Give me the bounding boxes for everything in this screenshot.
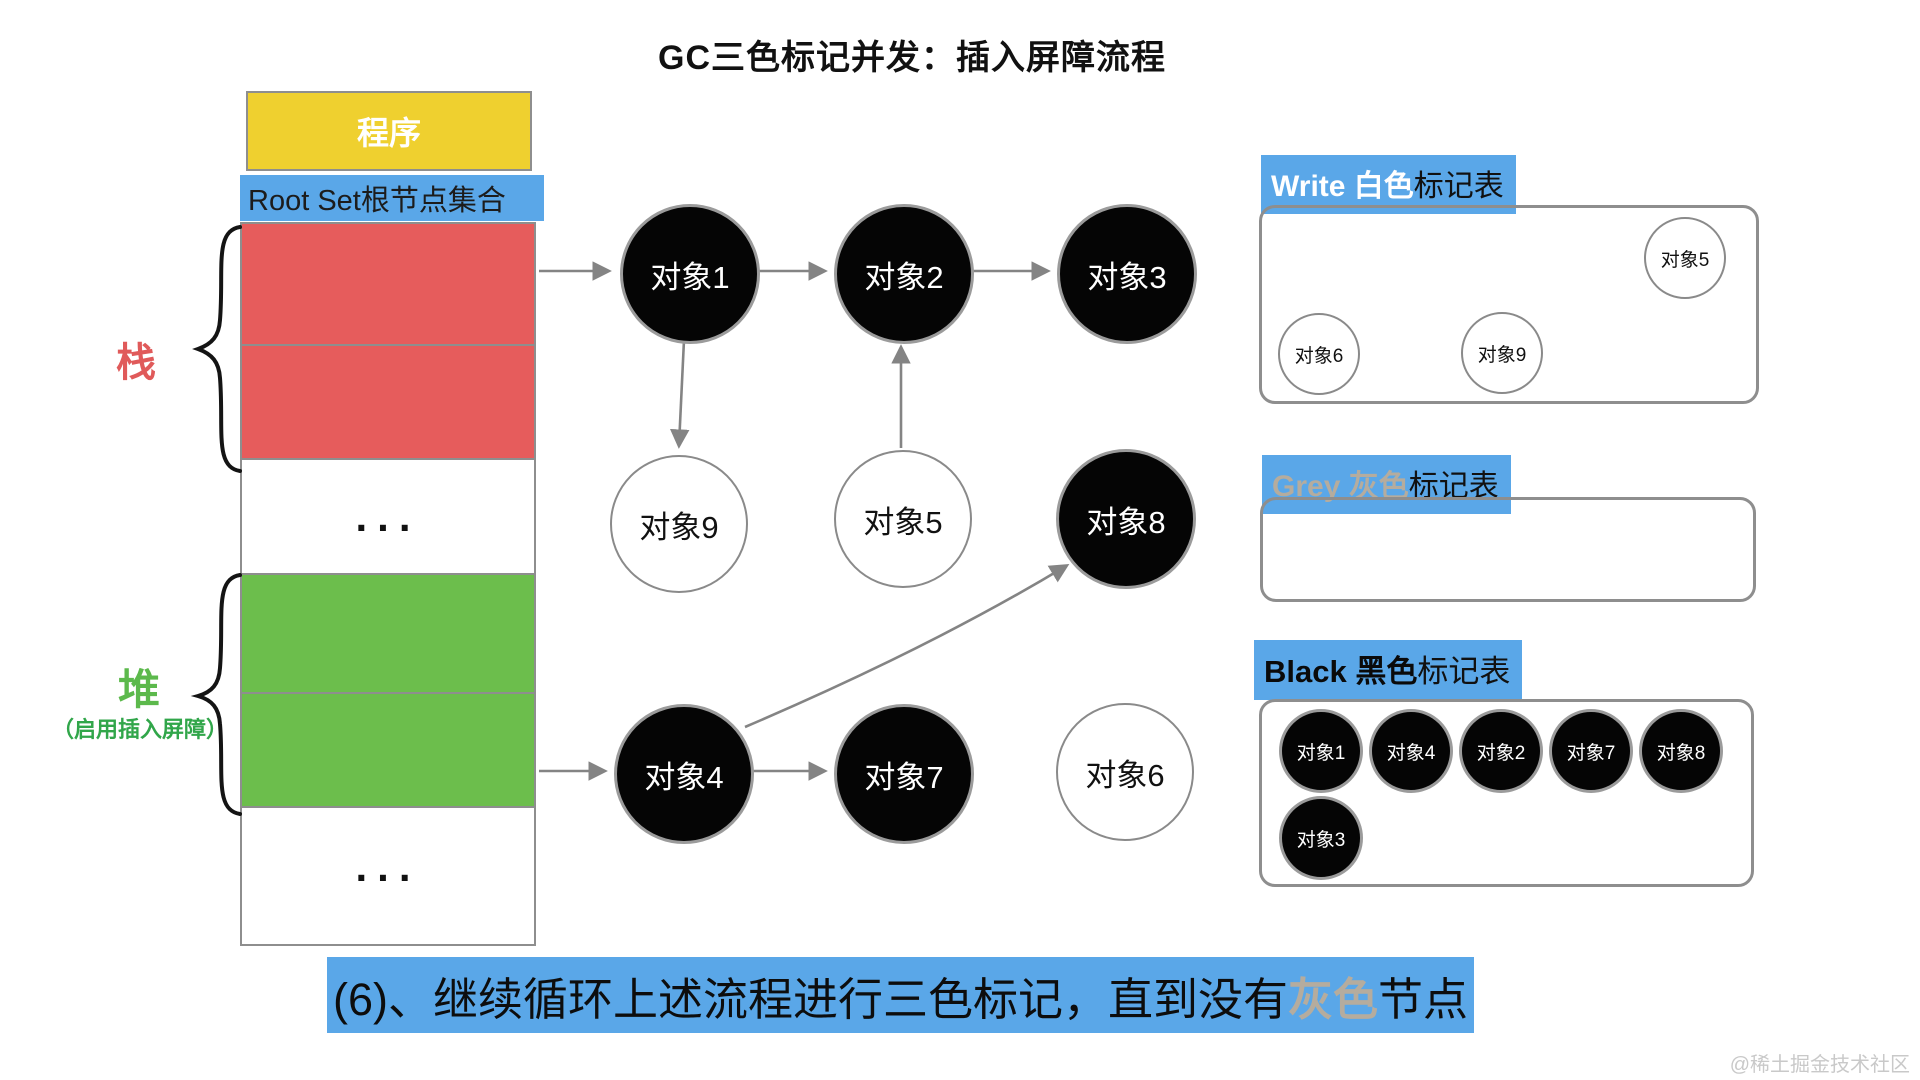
memory-segment-green-4	[240, 692, 536, 808]
footer-step-text: (6)、继续循环上述流程进行三色标记，直到没有灰色节点	[327, 957, 1474, 1033]
memory-segment-red-0	[240, 222, 536, 346]
black-table-item: 对象1	[1279, 709, 1363, 793]
program-label: 程序	[356, 115, 421, 151]
black-table-title-rest: 标记表	[1417, 654, 1511, 689]
black-table-item: 对象2	[1459, 709, 1543, 793]
graph-node-obj5: 对象5	[834, 450, 972, 588]
graph-node-obj1: 对象1	[620, 204, 760, 344]
write-table-item: 对象9	[1461, 312, 1543, 394]
memory-segment-red-1	[240, 344, 536, 460]
grey-table-box	[1260, 497, 1756, 602]
heap-label: 堆	[118, 666, 161, 713]
write-table-title-strong: Write 白色	[1271, 170, 1414, 203]
write-table-item: 对象5	[1644, 217, 1726, 299]
graph-node-obj6: 对象6	[1056, 703, 1194, 841]
heap-sublabel: （启用插入屏障）	[52, 717, 229, 742]
graph-node-obj4: 对象4	[614, 704, 754, 844]
graph-node-obj2: 对象2	[834, 204, 974, 344]
graph-node-obj7: 对象7	[834, 704, 974, 844]
graph-node-obj9: 对象9	[610, 455, 748, 593]
footer-prefix: (6)、继续循环上述流程进行三色标记，直到没有	[332, 973, 1288, 1025]
black-table-box	[1259, 699, 1754, 887]
edge-obj1-to-obj9	[670, 339, 690, 449]
graph-node-obj8: 对象8	[1056, 449, 1196, 589]
black-table-item: 对象8	[1639, 709, 1723, 793]
black-table-item: 对象7	[1549, 709, 1633, 793]
black-table-title-strong: Black 黑色	[1264, 654, 1418, 689]
stack-brace	[192, 225, 242, 473]
black-table-item: 对象4	[1369, 709, 1453, 793]
memory-segment-green-3	[240, 573, 536, 694]
write-table-item: 对象6	[1278, 313, 1360, 395]
watermark: @稀土掘金技术社区	[1729, 1054, 1910, 1076]
edge-obj4-to-obj8	[744, 563, 1070, 729]
program-box: 程序	[246, 91, 532, 171]
stack-label: 栈	[116, 341, 156, 385]
write-table-header: Write 白色标记表	[1261, 155, 1516, 214]
page-title: GC三色标记并发：插入屏障流程	[658, 39, 1166, 77]
black-table-item: 对象3	[1279, 796, 1363, 880]
graph-node-obj3: 对象3	[1057, 204, 1197, 344]
footer-suffix: 节点	[1378, 973, 1469, 1025]
black-table-header: Black 黑色标记表	[1254, 640, 1523, 700]
write-table-box	[1259, 205, 1759, 404]
write-table-title-rest: 标记表	[1413, 170, 1504, 203]
heap-brace	[190, 573, 242, 816]
rootset-label: Root Set根节点集合	[240, 175, 544, 221]
memory-segment-ellipsis-5: ...	[240, 806, 536, 946]
footer-highlight: 灰色	[1287, 973, 1378, 1025]
